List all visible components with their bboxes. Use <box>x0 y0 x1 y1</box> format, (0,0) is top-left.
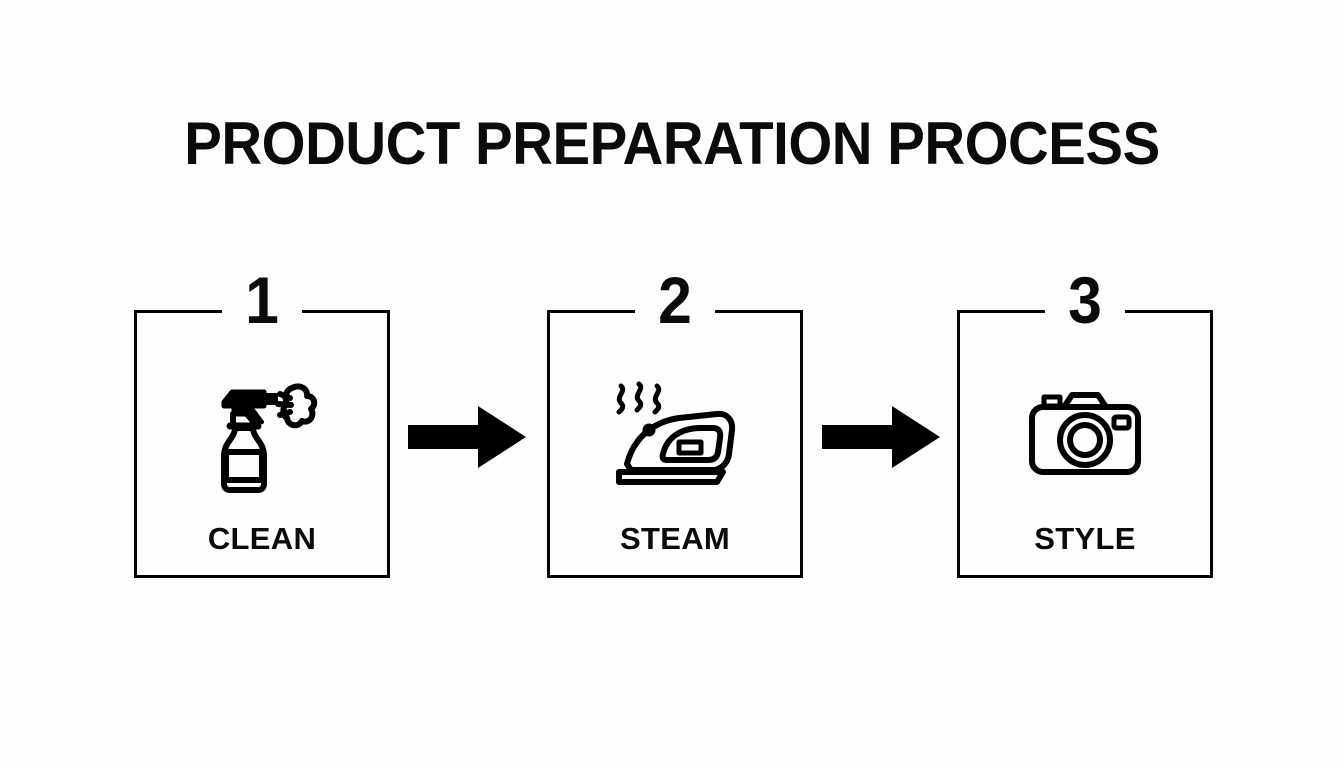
step-number-1: 1 <box>245 263 279 337</box>
step-card-1[interactable]: 1 <box>134 267 390 578</box>
step-label-3: STYLE <box>1034 521 1136 556</box>
spray-bottle-icon <box>134 368 390 498</box>
step-card-2[interactable]: 2 STEAM <box>547 267 803 578</box>
step-label-2: STEAM <box>620 521 730 556</box>
clothes-iron-icon <box>547 368 803 498</box>
step-number-2: 2 <box>658 263 692 337</box>
arrow-step1-to-step2 <box>408 406 526 468</box>
step-number-3: 3 <box>1068 263 1102 337</box>
step-label-1: CLEAN <box>207 521 317 556</box>
step-card-3[interactable]: 3 STYLE <box>957 267 1213 578</box>
camera-icon <box>957 368 1213 498</box>
arrow-step2-to-step3 <box>822 406 940 468</box>
page-title: PRODUCT PREPARATION PROCESS <box>184 110 1160 177</box>
